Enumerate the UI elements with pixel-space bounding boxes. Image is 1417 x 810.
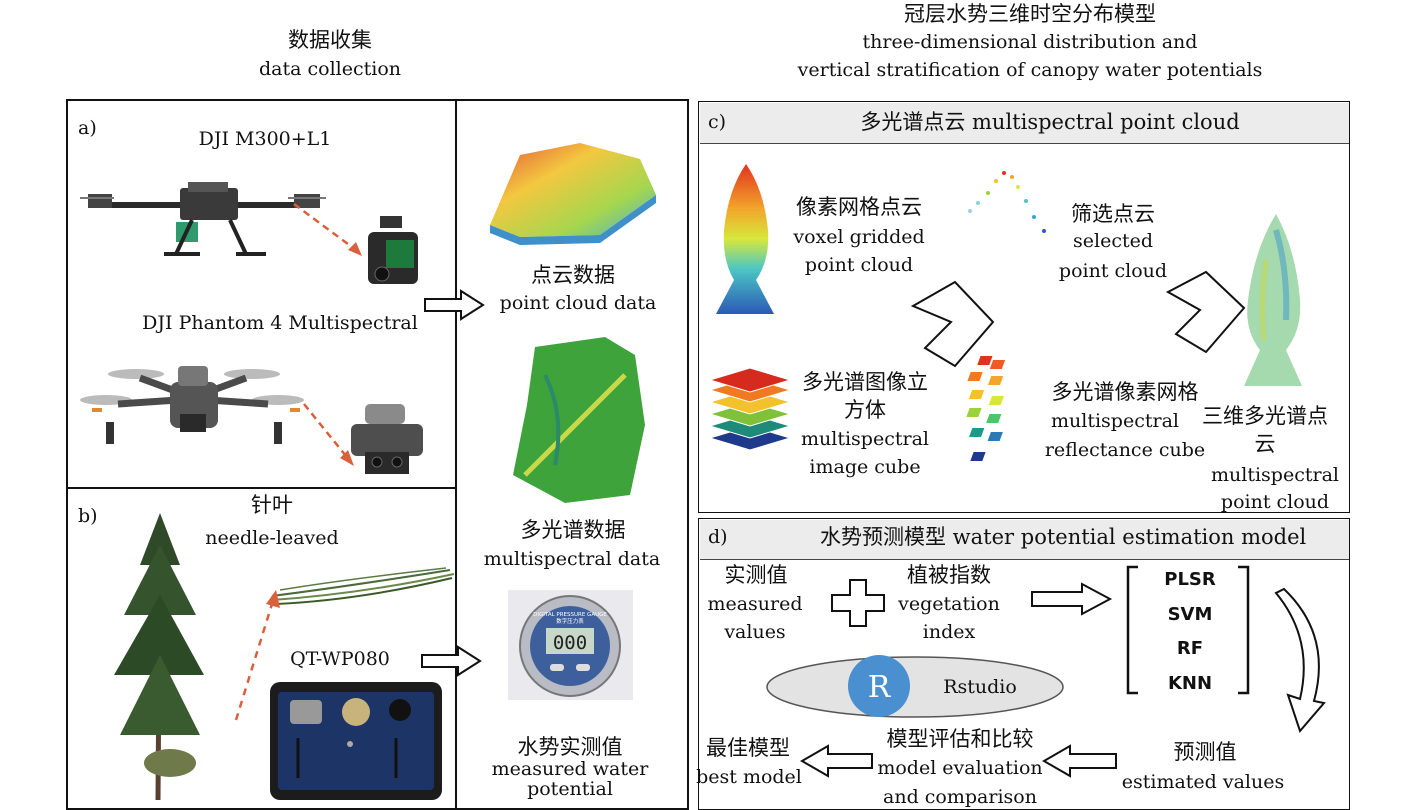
voxel-point-cloud-icon bbox=[716, 164, 774, 314]
panel-b-label: b) bbox=[78, 505, 98, 527]
panel-d-label: d) bbox=[708, 526, 728, 548]
pressure-gauge-icon: 000 DIGITAL PRESSURE GAUGE 数字压力表 bbox=[508, 590, 633, 700]
multispectral-image-cube-icon bbox=[708, 367, 792, 451]
model-bracket bbox=[1126, 565, 1250, 695]
water-potential-zh: 水势实测值 bbox=[517, 735, 623, 759]
prediction-en: estimated values bbox=[1121, 771, 1285, 793]
hollow-arrow-drone-to-pc bbox=[424, 289, 485, 321]
r-logo-letter: R bbox=[868, 670, 892, 705]
curved-arrow-down bbox=[1274, 587, 1326, 733]
panel-c-frame bbox=[698, 101, 1350, 513]
voxel-en-2: point cloud bbox=[804, 254, 914, 276]
reflectance-en-1: multispectral bbox=[1051, 410, 1179, 432]
vegetation-zh: 植被指数 bbox=[907, 563, 991, 587]
rstudio-ellipse bbox=[766, 656, 1064, 718]
header-data-collection-zh: 数据收集 bbox=[288, 28, 372, 52]
selected-point-cloud-icon bbox=[968, 171, 1046, 233]
model-rf: RF bbox=[1176, 638, 1204, 659]
needle-leaves-icon bbox=[271, 567, 455, 605]
reflectance-cube-icon bbox=[966, 356, 1006, 461]
gauge-zh-text: 数字压力表 bbox=[556, 617, 584, 625]
point-cloud-data-zh: 点云数据 bbox=[531, 263, 615, 287]
dashed-arrow-a1 bbox=[293, 202, 362, 256]
evaluation-zh: 模型评估和比较 bbox=[886, 727, 1034, 751]
panel-d-title: 水势预测模型 water potential estimation model bbox=[820, 525, 1307, 549]
multispectral-data-zh: 多光谱数据 bbox=[520, 518, 626, 542]
multispectral-data-en: multispectral data bbox=[483, 548, 661, 570]
header-data-collection-en: data collection bbox=[259, 58, 401, 80]
dashed-arrow-b bbox=[234, 590, 280, 721]
chevron-arrow-c2 bbox=[1165, 270, 1246, 354]
p4m-payload-icon bbox=[351, 404, 423, 474]
reflectance-en-2: reflectance cube bbox=[1044, 439, 1206, 461]
water-potential-en-1: measured water bbox=[491, 758, 649, 780]
mpc-en-1: multispectral bbox=[1211, 464, 1339, 486]
cube-en-2: image cube bbox=[809, 456, 921, 478]
drone-phantom-label: DJI Phantom 4 Multispectral bbox=[142, 312, 418, 334]
pressure-chamber-case-icon bbox=[270, 682, 442, 800]
model-svm: SVM bbox=[1167, 604, 1213, 625]
header-model-en-1: three-dimensional distribution and bbox=[862, 31, 1198, 53]
point-cloud-data-icon bbox=[490, 143, 656, 245]
measured-zh: 实测值 bbox=[724, 563, 788, 587]
header-model-en-2: vertical stratification of canopy water … bbox=[797, 59, 1263, 81]
selected-zh: 筛选点云 bbox=[1071, 202, 1155, 226]
evaluation-en-1: model evaluation bbox=[877, 757, 1043, 779]
panel-c-header bbox=[699, 102, 1349, 144]
r-logo-icon: R bbox=[848, 655, 910, 717]
measured-en-1: measured bbox=[707, 593, 803, 615]
drone-m300-label: DJI M300+L1 bbox=[198, 128, 332, 150]
hollow-arrow-device-to-gauge bbox=[421, 645, 482, 677]
chevron-arrow-c1 bbox=[910, 280, 995, 368]
model-knn: KNN bbox=[1167, 673, 1213, 694]
gauge-top-text: DIGITAL PRESSURE GAUGE bbox=[533, 612, 607, 618]
mpc-en-2: point cloud bbox=[1220, 491, 1330, 513]
cube-en-1: multispectral bbox=[801, 428, 929, 450]
cube-zh-1: 多光谱图像立 bbox=[802, 370, 928, 394]
l1-payload-icon bbox=[368, 216, 418, 284]
plus-icon bbox=[831, 579, 885, 627]
frame-divider-horizontal bbox=[66, 487, 457, 489]
model-plsr: PLSR bbox=[1164, 569, 1216, 590]
best-model-zh: 最佳模型 bbox=[706, 736, 790, 760]
data-collection-frame bbox=[66, 99, 689, 810]
selected-en-1: selected bbox=[1073, 230, 1153, 252]
panel-a-label: a) bbox=[78, 117, 97, 139]
rstudio-label: Rstudio bbox=[943, 676, 1017, 698]
pine-tree-icon bbox=[114, 513, 204, 801]
cube-zh-2: 方体 bbox=[844, 398, 886, 422]
selected-en-2: point cloud bbox=[1058, 260, 1168, 282]
evaluation-en-2: and comparison bbox=[883, 786, 1037, 808]
voxel-en-1: voxel gridded bbox=[793, 226, 925, 248]
needle-en: needle-leaved bbox=[205, 527, 339, 549]
best-model-en: best model bbox=[696, 766, 802, 788]
frame-divider-vertical bbox=[455, 99, 457, 810]
header-model-zh: 冠层水势三维时空分布模型 bbox=[904, 2, 1156, 26]
vegetation-en-2: index bbox=[922, 621, 976, 643]
m300-drone-icon bbox=[80, 182, 326, 256]
hollow-arrow-to-best bbox=[799, 744, 873, 778]
prediction-zh: 预测值 bbox=[1173, 740, 1237, 764]
needle-zh: 针叶 bbox=[251, 493, 293, 517]
vegetation-en-1: vegetation bbox=[898, 593, 1000, 615]
point-cloud-data-en: point cloud data bbox=[499, 292, 657, 314]
device-label: QT-WP080 bbox=[290, 648, 390, 670]
mpc-zh-2: 云 bbox=[1254, 432, 1276, 456]
hollow-arrow-to-models bbox=[1031, 582, 1113, 616]
panel-c-label: c) bbox=[708, 111, 727, 133]
gauge-reading: 000 bbox=[553, 632, 587, 654]
multispectral-data-icon bbox=[513, 337, 645, 503]
panel-c-title: 多光谱点云 multispectral point cloud bbox=[860, 110, 1240, 134]
mpc-zh-1: 三维多光谱点 bbox=[1202, 404, 1328, 428]
hollow-arrow-to-eval bbox=[1041, 744, 1117, 778]
voxel-zh: 像素网格点云 bbox=[796, 195, 922, 219]
reflectance-zh: 多光谱像素网格 bbox=[1051, 380, 1199, 404]
dashed-arrow-a2 bbox=[303, 403, 354, 466]
measured-en-2: values bbox=[724, 621, 786, 643]
water-potential-en-2: potential bbox=[527, 778, 613, 800]
panel-d-header bbox=[699, 519, 1349, 560]
phantom-drone-icon bbox=[80, 366, 304, 444]
multispectral-point-cloud-icon bbox=[1244, 214, 1302, 386]
